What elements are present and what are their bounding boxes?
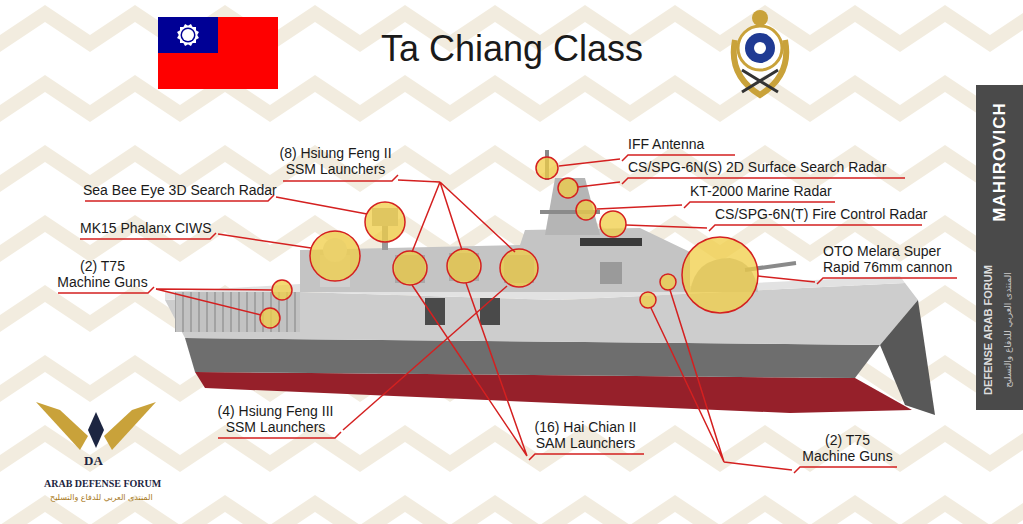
logo-text: DA (84, 453, 103, 469)
callout-label: CS/SPG-6N(S) 2D Surface Search Radar (628, 159, 886, 175)
forum-logo (36, 402, 156, 450)
logo-text: المنتدى العربي للدفاع والتسليح (50, 492, 153, 503)
callout-label: (16) Hai Chian II SAM Launchers (528, 419, 643, 451)
callout-label: OTO Melara Super Rapid 76mm cannon (823, 243, 958, 275)
logo-text: ARAB DEFENSE FORUM (44, 478, 161, 490)
ship-hull (165, 276, 935, 415)
watermark: المنتدى العربي للدفاع والتسليح (1002, 272, 1014, 387)
callout-label: (4) Hsiung Feng III SSM Launchers (213, 403, 338, 435)
leader-lines (58, 155, 957, 473)
callout-label: (2) T75 Machine Guns (55, 258, 150, 290)
callout-label: KT-2000 Marine Radar (690, 183, 832, 199)
callout-label: IFF Antenna (628, 136, 704, 152)
callout-label: (2) T75 Machine Guns (800, 432, 895, 464)
watermark: MAHIROVICH (990, 102, 1010, 222)
watermark: DEFENSE ARAB FORUM (982, 265, 995, 395)
callout-label: (8) Hsiung Feng II SSM Launchers (273, 145, 398, 177)
taiwan-flag (158, 17, 278, 89)
navy-emblem (734, 10, 787, 95)
watermark-strip (976, 85, 1023, 410)
highlight-circles (260, 157, 758, 328)
callout-label: Sea Bee Eye 3D Search Radar (83, 182, 277, 198)
callout-label: MK15 Phalanx CIWS (80, 220, 212, 236)
callout-label: CS/SPG-6N(T) Fire Control Radar (715, 206, 927, 222)
title: Ta Chiang Class (262, 28, 762, 70)
